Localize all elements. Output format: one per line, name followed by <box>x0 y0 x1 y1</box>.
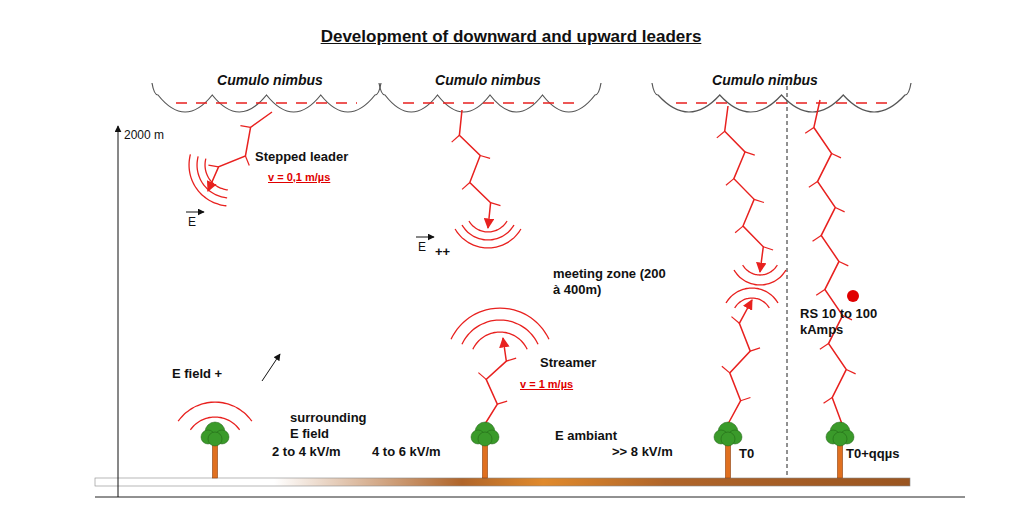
time-label: T0 <box>739 446 754 462</box>
leader-branch <box>726 179 734 186</box>
negative-charge <box>403 102 577 104</box>
leader-branch <box>462 183 470 190</box>
field-symbol: E <box>418 240 426 254</box>
field-arc <box>462 320 538 344</box>
zone-label: meeting zone (200 à 400m) <box>553 266 669 297</box>
field-value: >> 8 kV/m <box>612 444 673 460</box>
leader-branch <box>208 165 218 167</box>
leader-path <box>485 338 506 424</box>
leader-branch <box>480 155 490 158</box>
leader-branch <box>813 236 822 242</box>
axis-label: 2000 m <box>124 128 164 142</box>
tree-canopy <box>833 432 847 446</box>
field-strength: ++ <box>435 244 450 260</box>
leader-branch <box>835 207 844 211</box>
leader-branch <box>839 261 848 265</box>
speed-label: v = 1 m/µs <box>520 378 573 391</box>
field-arc <box>726 288 778 303</box>
cloud-label: Cumulo nimbus <box>435 72 541 89</box>
leader-branch <box>741 398 751 401</box>
ground <box>95 478 910 486</box>
leader-branch <box>506 358 516 361</box>
leader-branch <box>491 203 501 206</box>
leader-branch <box>824 398 833 404</box>
leader-branch <box>240 126 250 128</box>
field-arc <box>469 221 507 232</box>
leader-branch <box>731 317 739 324</box>
stage-label: Streamer <box>540 355 596 371</box>
base-line <box>95 497 965 498</box>
field-label: surrounding E field <box>290 410 376 441</box>
field-arc <box>734 270 786 285</box>
field-vector <box>186 212 204 213</box>
leader-branch <box>763 247 773 250</box>
field-arc <box>743 265 778 275</box>
field-arc <box>178 402 252 421</box>
tree-canopy <box>208 432 222 446</box>
tree-canopy <box>478 432 492 446</box>
field-label: E ambiant <box>555 428 617 444</box>
leader-branch <box>754 199 764 202</box>
field-symbol: E <box>188 215 196 229</box>
negative-charge <box>676 102 887 104</box>
field-arc <box>735 298 770 308</box>
leader-path <box>459 110 490 228</box>
leader-branch <box>750 348 760 351</box>
leader-branch <box>735 226 743 233</box>
field-vector <box>416 237 434 238</box>
time-separator <box>787 86 788 476</box>
field-arc <box>451 308 549 339</box>
field-arc <box>455 229 521 248</box>
time-label: T0+qqµs <box>846 446 899 462</box>
field-direction <box>262 354 280 381</box>
leader-branch <box>816 290 825 296</box>
field-label: E field + <box>172 366 222 382</box>
leader-branch <box>805 128 814 134</box>
leader-branch <box>846 369 855 373</box>
altitude-axis <box>118 126 119 497</box>
leader-branch <box>245 156 249 166</box>
return-stroke-point <box>847 290 859 302</box>
field-arc <box>473 332 527 349</box>
diagram-title: Development of downward and upward leade… <box>321 27 702 47</box>
leader-branch <box>717 131 725 138</box>
cloud-label: Cumulo nimbus <box>217 72 323 89</box>
negative-charge <box>176 102 357 104</box>
speed-label: v = 0,1 m/µs <box>268 171 330 184</box>
field-arc <box>205 159 228 190</box>
stage-label: Stepped leader <box>255 149 348 165</box>
leader-branch <box>722 366 730 373</box>
leader-branch <box>497 401 507 404</box>
field-arc <box>189 154 226 205</box>
leader-branch <box>809 182 818 188</box>
leader-branch <box>452 135 460 142</box>
leader-branch <box>832 153 841 157</box>
field-arc <box>197 156 227 197</box>
cloud-label: Cumulo nimbus <box>712 72 818 89</box>
leader-branch <box>745 152 755 155</box>
leader-path <box>728 300 752 424</box>
leader-path <box>725 106 764 272</box>
leader-branch <box>820 344 829 350</box>
current-label: RS 10 to 100 kAmps <box>800 306 892 337</box>
field-value: 2 to 4 kV/m <box>272 444 341 460</box>
field-value: 4 to 6 kV/m <box>372 444 441 460</box>
tree-canopy <box>721 432 735 446</box>
field-arc <box>462 225 514 240</box>
leader-branch <box>478 373 486 380</box>
